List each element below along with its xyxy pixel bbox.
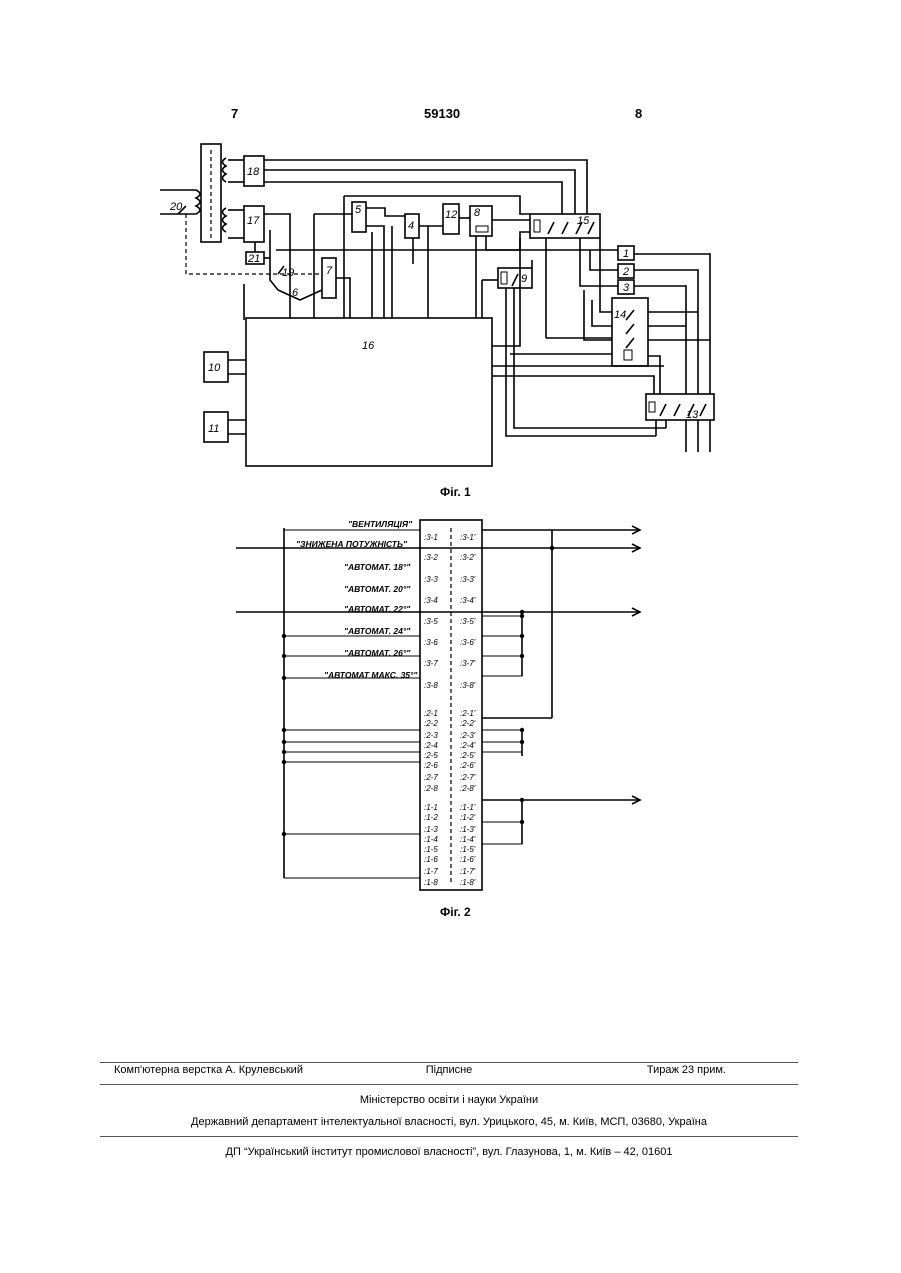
pin: :2-4' [460, 741, 476, 750]
pin: :1-1' [460, 803, 476, 812]
pin: :2-8' [460, 784, 476, 793]
pin: :2-2 [424, 719, 438, 728]
footer-row: Комп'ютерна верстка А. Крулевський Підпи… [100, 1064, 798, 1080]
pin: :3-3 [424, 575, 438, 584]
row-label-ventilation: "ВЕНТИЛЯЦІЯ" [348, 519, 413, 529]
pin: :3-4 [424, 596, 438, 605]
pin: :3-5 [424, 617, 438, 626]
pin: :3-6 [424, 638, 438, 647]
footer-rule-bottom [100, 1136, 798, 1137]
pin: :2-4 [424, 741, 438, 750]
row-label-auto-22: "АВТОМАТ. 22°" [344, 604, 411, 614]
block-18-label: 18 [247, 166, 260, 178]
pin: :2-3' [460, 731, 476, 740]
block-12-label: 12 [445, 209, 457, 221]
pin: :2-8 [424, 784, 438, 793]
pin: :1-8 [424, 878, 438, 887]
fig2-caption: Фіг. 2 [440, 905, 471, 919]
pin: :1-4' [460, 835, 476, 844]
block-11-label: 11 [208, 423, 219, 435]
department-line: Державний департамент інтелектуальної вл… [100, 1116, 798, 1128]
pin: :1-5 [424, 845, 438, 854]
pin: :3-1 [424, 533, 438, 542]
fig1-caption: Фіг. 1 [440, 485, 471, 499]
circulation-label: Тираж 23 прим. [647, 1064, 726, 1076]
pin: :1-7 [424, 867, 438, 876]
row-label-reduced-power: "ЗНИЖЕНА ПОТУЖНІСТЬ" [296, 539, 408, 549]
ministry-line: Міністерство освіти і науки України [100, 1094, 798, 1106]
pin: :3-4' [460, 596, 476, 605]
pin: :2-7 [424, 773, 438, 782]
pin: :1-8' [460, 878, 476, 887]
block-8-label: 8 [474, 207, 481, 219]
pin: :3-3' [460, 575, 476, 584]
block-3-label: 3 [623, 282, 630, 294]
pin: :2-1' [460, 709, 476, 718]
pin: :2-2' [460, 719, 476, 728]
block-10-label: 10 [208, 362, 221, 374]
pin: :2-1 [424, 709, 438, 718]
pin: :2-5' [460, 751, 476, 760]
pin: :1-2' [460, 813, 476, 822]
block-17-label: 17 [247, 215, 260, 227]
block-9-label: 9 [521, 273, 527, 285]
pin: :1-6 [424, 855, 438, 864]
pin: :3-6' [460, 638, 476, 647]
pin: :3-7 [424, 659, 438, 668]
block-14-label: 14 [614, 309, 626, 321]
pin: :1-4 [424, 835, 438, 844]
pin: :1-7' [460, 867, 476, 876]
footer-rule-top [100, 1062, 798, 1063]
block-4-label: 4 [408, 220, 414, 232]
row-label-auto-20: "АВТОМАТ. 20°" [344, 584, 411, 594]
block-2-label: 2 [622, 266, 629, 278]
pin: :1-2 [424, 813, 438, 822]
pin: :1-6' [460, 855, 476, 864]
institute-line: ДП “Український інститут промислової вла… [100, 1146, 798, 1158]
row-label-auto-24: "АВТОМАТ. 24°" [344, 626, 411, 636]
pin: :1-3' [460, 825, 476, 834]
pin: :1-5' [460, 845, 476, 854]
block-5-label: 5 [355, 204, 362, 216]
block-21-label: 21 [247, 253, 260, 265]
pin: :3-5' [460, 617, 476, 626]
block-7-label: 7 [326, 265, 333, 277]
figure-1: 20 18 17 21 5 4 12 8 [160, 144, 714, 499]
pin: :3-8' [460, 681, 476, 690]
pin: :3-2' [460, 553, 476, 562]
block-15-label: 15 [577, 215, 590, 227]
pin: :2-5 [424, 751, 438, 760]
figure-2: "ВЕНТИЛЯЦІЯ" "ЗНИЖЕНА ПОТУЖНІСТЬ" "АВТОМ… [236, 519, 640, 919]
pin: :2-6' [460, 761, 476, 770]
row-label-auto-18: "АВТОМАТ. 18°" [344, 562, 411, 572]
block-1-label: 1 [623, 248, 629, 260]
block-16-label: 16 [362, 340, 375, 352]
pin: :2-7' [460, 773, 476, 782]
label-19: 19 [282, 267, 294, 279]
pin: :3-1' [460, 533, 476, 542]
footer-rule-mid [100, 1084, 798, 1085]
pin: :3-7' [460, 659, 476, 668]
pin: :1-1 [424, 803, 438, 812]
pin: :3-2 [424, 553, 438, 562]
block-7 [322, 258, 336, 298]
pin: :1-3 [424, 825, 438, 834]
pin: :2-6 [424, 761, 438, 770]
pin: :3-8 [424, 681, 438, 690]
pin: :2-3 [424, 731, 438, 740]
